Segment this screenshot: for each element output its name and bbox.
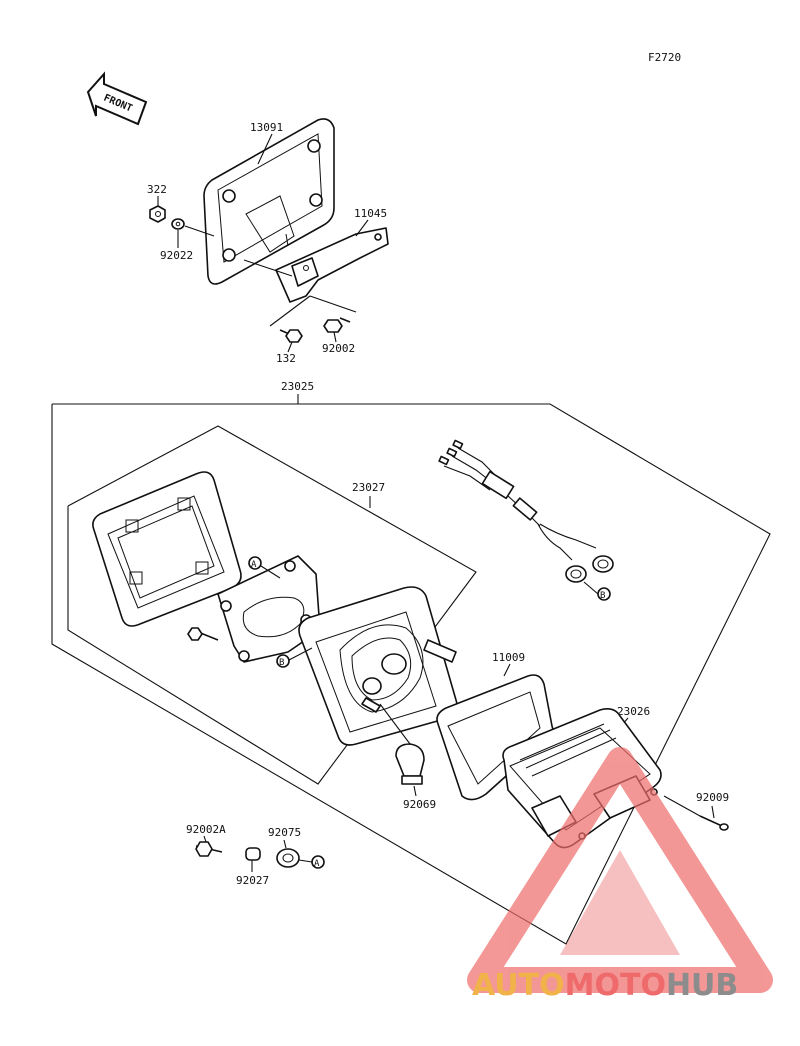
screw-icon bbox=[187, 627, 219, 641]
callout-13091: 13091 bbox=[250, 121, 283, 134]
callout-11009: 11009 bbox=[492, 651, 525, 664]
callout-23025: 23025 bbox=[281, 380, 314, 393]
watermark-logo bbox=[467, 747, 773, 993]
ref-marker-b: B bbox=[276, 654, 290, 668]
bolt-132-icon bbox=[279, 329, 303, 343]
ref-marker-a: A bbox=[248, 556, 262, 570]
svg-text:A: A bbox=[314, 859, 320, 869]
bulb-icon bbox=[395, 743, 425, 785]
watermark-auto: AUTO bbox=[472, 968, 565, 1003]
lamp-socket-housing bbox=[298, 586, 458, 746]
watermark-moto: MOTO bbox=[565, 968, 666, 1003]
callout-92002a: 92002A bbox=[186, 823, 226, 836]
nut-322-icon bbox=[149, 205, 166, 223]
callout-92027: 92027 bbox=[236, 874, 269, 887]
license-plate-bracket bbox=[203, 118, 335, 285]
front-arrow-icon: FRONT bbox=[86, 71, 148, 126]
callout-11045: 11045 bbox=[354, 207, 387, 220]
ref-marker-b-harness: B bbox=[597, 587, 611, 601]
callout-23027: 23027 bbox=[352, 481, 385, 494]
callout-92075: 92075 bbox=[268, 826, 301, 839]
ref-marker-a-bottom: A bbox=[311, 855, 325, 869]
svg-text:B: B bbox=[279, 658, 284, 668]
collar-92027-icon bbox=[245, 847, 261, 861]
svg-text:B: B bbox=[600, 591, 605, 601]
callout-23026: 23026 bbox=[617, 705, 650, 718]
assembly-23025-outline bbox=[51, 403, 771, 945]
callout-92002: 92002 bbox=[322, 342, 355, 355]
watermark-text: AUTOMOTOHUB bbox=[472, 968, 738, 1003]
gasket bbox=[436, 674, 554, 801]
svg-text:A: A bbox=[251, 560, 257, 570]
grommet-92075-icon bbox=[276, 848, 300, 868]
lens-frame bbox=[92, 471, 242, 627]
washer-92022-icon bbox=[171, 218, 185, 230]
screw-92009-icon bbox=[699, 815, 729, 831]
bolt-92002-icon bbox=[323, 317, 351, 333]
callout-132: 132 bbox=[276, 352, 296, 365]
callout-322: 322 bbox=[147, 183, 167, 196]
wiring-harness bbox=[438, 439, 614, 583]
tail-light-bracket bbox=[243, 227, 389, 303]
callout-92069: 92069 bbox=[403, 798, 436, 811]
callout-92009: 92009 bbox=[696, 791, 729, 804]
svg-text:AUTOMOTOHUB: AUTOMOTOHUB bbox=[472, 968, 738, 1003]
screw-92002a-icon bbox=[195, 841, 223, 857]
callout-92022: 92022 bbox=[160, 249, 193, 262]
watermark-hub: HUB bbox=[666, 968, 738, 1003]
figure-code: F2720 bbox=[648, 51, 681, 64]
